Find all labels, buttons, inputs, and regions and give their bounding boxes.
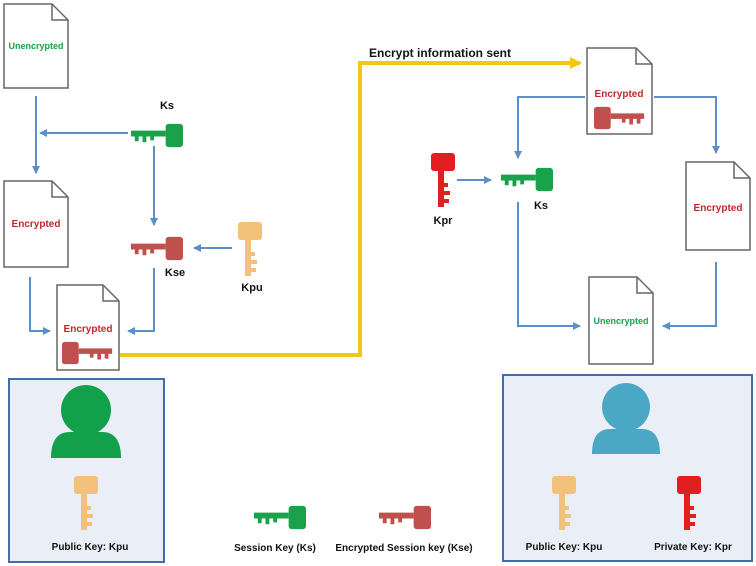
session-key-icon (500, 167, 553, 192)
sender-doc-encrypted: Encrypted (3, 180, 69, 268)
receiver-person-body (592, 429, 660, 454)
key-label-ks-receiver: Ks (534, 200, 548, 212)
key-label-kse: Kse (165, 267, 185, 279)
transfer-label: Encrypt information sent (369, 46, 511, 60)
key-label-kpr: Kpr (434, 215, 454, 227)
sender-doc-unencrypted: Unencrypted (3, 3, 69, 89)
receiver-panel-public: Public Key: Kpu (526, 542, 603, 553)
key-label-kpu: Kpu (241, 282, 262, 294)
receiver-panel-private: Private Key: Kpr (654, 542, 732, 553)
receiver-doc-encrypted-with-key: Encrypted (586, 47, 653, 135)
legend-session-key-icon (253, 505, 306, 530)
doc-label: Encrypted (595, 89, 644, 100)
legend-encrypted-session-key-label: Encrypted Session key (Kse) (335, 543, 472, 554)
transfer-arrow (120, 57, 582, 357)
receiver-doc-encrypted: Encrypted (685, 161, 751, 251)
receiver-person-icon (602, 383, 650, 431)
public-key-icon (238, 222, 262, 276)
doc-label: Unencrypted (8, 41, 63, 51)
legend: Session Key (Ks) Encrypted Session key (… (234, 505, 473, 554)
legend-session-key-label: Session Key (Ks) (234, 543, 316, 554)
sender-person-body (51, 432, 121, 458)
doc-label: Encrypted (694, 203, 743, 214)
doc-label: Unencrypted (593, 316, 648, 326)
sender-person-icon (61, 385, 111, 435)
sender-doc-encrypted-with-key: Encrypted (56, 284, 120, 371)
receiver-doc-unencrypted: Unencrypted (588, 276, 654, 365)
key-label-ks: Ks (160, 100, 174, 112)
receiver-panel: Public Key: Kpu Private Key: Kpr (502, 374, 753, 562)
sender-panel: Public Key: Kpu (8, 378, 165, 563)
doc-label: Encrypted (64, 324, 113, 335)
doc-label: Encrypted (12, 219, 61, 230)
encrypted-session-key-icon (130, 236, 183, 261)
legend-encrypted-session-key-icon (378, 505, 431, 530)
private-key-icon (431, 153, 455, 207)
receiver-arrows (457, 96, 720, 330)
session-key-icon (130, 123, 183, 148)
sender-panel-caption: Public Key: Kpu (52, 542, 129, 553)
sender-arrows (29, 96, 232, 335)
